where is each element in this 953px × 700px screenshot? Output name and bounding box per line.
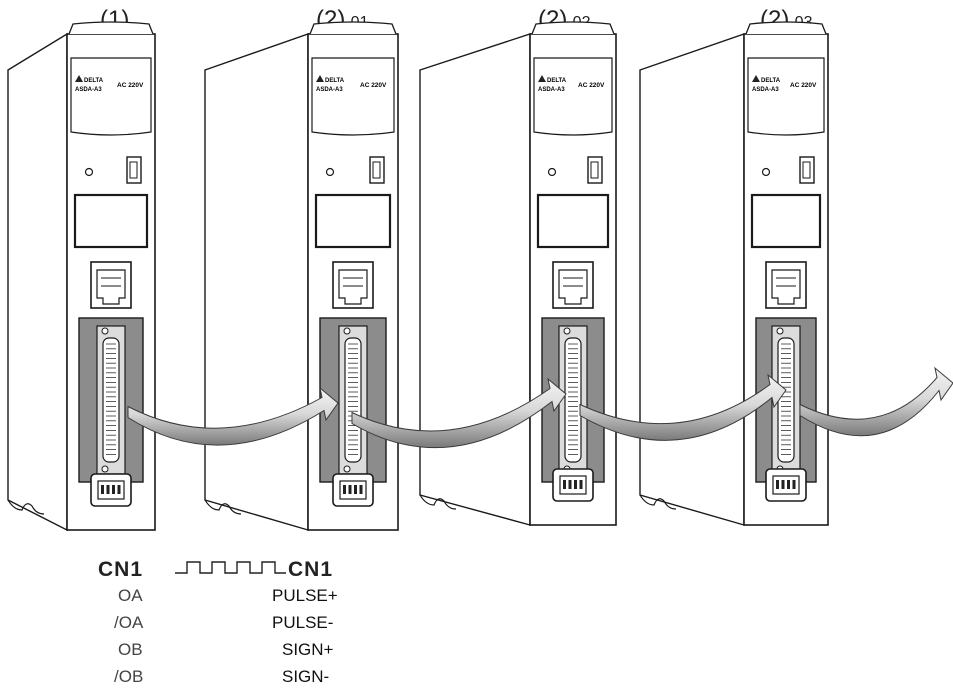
power-pin [343, 485, 346, 494]
power-pin [107, 485, 110, 494]
cn1-screw-bottom-icon [102, 466, 108, 472]
drive-1: DELTA ASDA-A3 AC 220V [8, 22, 155, 530]
pulse-waveform-icon [175, 562, 286, 573]
status-led-icon [86, 169, 93, 176]
drive-top-cap [746, 22, 826, 34]
drive-top-cap [310, 22, 396, 34]
cn1-screw-top-icon [564, 328, 570, 334]
power-pin [574, 480, 577, 489]
status-led-icon [327, 169, 334, 176]
drive-2-02: DELTA ASDA-A3 AC 220V [420, 22, 616, 525]
drive-label-panel [534, 58, 612, 135]
drive-label-panel [312, 58, 394, 135]
cn1-connector-icon [778, 338, 794, 462]
cn1-right-header: CN1 [288, 558, 333, 582]
cn1-screw-bottom-icon [344, 466, 350, 472]
power-pin [349, 485, 352, 494]
drive-voltage: AC 220V [360, 82, 387, 89]
signal-oa: OA [118, 586, 143, 606]
drive-model: ASDA-A3 [538, 87, 565, 93]
display-window [752, 195, 820, 247]
drive-voltage: AC 220V [117, 82, 144, 89]
power-pin [569, 480, 572, 489]
power-pin [360, 485, 363, 494]
power-pin [112, 485, 115, 494]
display-window [538, 195, 608, 247]
drive-voltage: AC 220V [790, 82, 817, 89]
drive-2-03: DELTA ASDA-A3 AC 220V [640, 22, 828, 525]
cn1-left-header: CN1 [98, 558, 143, 582]
power-pin [580, 480, 583, 489]
drive-side-panel [420, 34, 530, 525]
drive-label-panel [748, 58, 824, 135]
signal-pulse-plus: PULSE+ [272, 586, 338, 606]
cn1-connector-icon [565, 338, 581, 462]
status-led-icon [549, 169, 556, 176]
drive-top-cap [532, 22, 614, 34]
usb-port-inner [591, 162, 598, 178]
signal-oa-bar: /OA [114, 613, 143, 633]
drive-brand: DELTA [84, 78, 104, 84]
drive-brand: DELTA [547, 78, 567, 84]
power-pin [101, 485, 104, 494]
drive-side-panel [8, 34, 67, 530]
power-pin [563, 480, 566, 489]
signal-ob-bar: /OB [114, 667, 143, 687]
drive-label-panel [71, 58, 151, 135]
drive-voltage: AC 220V [578, 82, 605, 89]
signal-pulse-minus: PULSE- [272, 613, 333, 633]
cn1-screw-top-icon [344, 328, 350, 334]
cn1-connector-icon [103, 338, 119, 462]
drive-2-01: DELTA ASDA-A3 AC 220V [205, 22, 398, 530]
drive-model: ASDA-A3 [75, 87, 102, 93]
display-window [75, 195, 147, 247]
drive-model: ASDA-A3 [316, 87, 343, 93]
drive-side-panel [205, 34, 308, 530]
status-led-icon [763, 169, 770, 176]
drive-brand: DELTA [761, 78, 781, 84]
power-pin [793, 480, 796, 489]
drive-top-cap [69, 22, 153, 34]
display-window [316, 195, 390, 247]
power-pin [354, 485, 357, 494]
usb-port-inner [373, 162, 380, 178]
signal-sign-minus: SIGN- [282, 667, 329, 687]
power-pin [776, 480, 779, 489]
cn1-screw-top-icon [777, 328, 783, 334]
usb-port-inner [130, 162, 137, 178]
power-pin [787, 480, 790, 489]
power-pin [118, 485, 121, 494]
signal-sign-plus: SIGN+ [282, 640, 334, 660]
power-pin [782, 480, 785, 489]
cn1-screw-top-icon [102, 328, 108, 334]
drive-brand: DELTA [325, 78, 345, 84]
signal-ob: OB [118, 640, 143, 660]
cn1-connector-icon [345, 338, 361, 462]
usb-port-inner [803, 162, 810, 178]
drive-side-panel [640, 34, 744, 525]
drive-model: ASDA-A3 [752, 87, 779, 93]
